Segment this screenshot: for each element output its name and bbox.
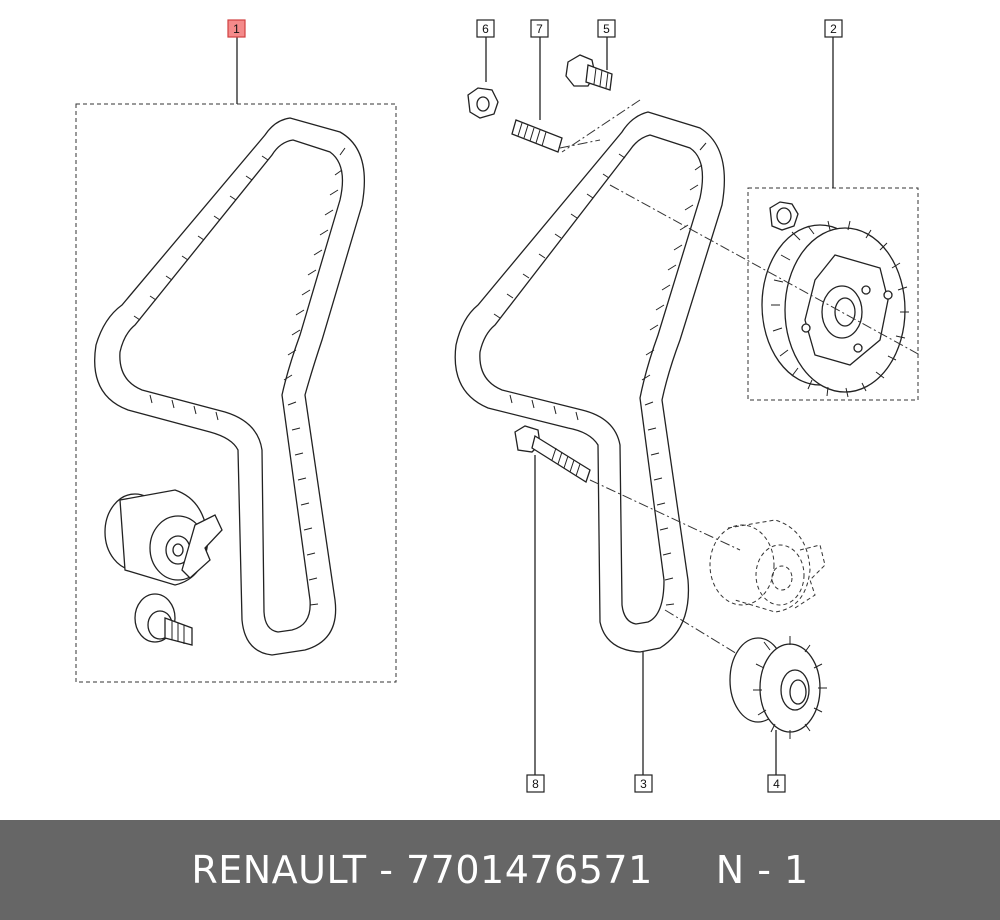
callout-label-4: 4 [773,777,780,791]
idler-pulley [729,636,827,739]
timing-belt [454,111,725,653]
kit-tensioner-pulley [104,489,223,586]
callout-7: 7 [530,19,549,38]
nut [467,87,499,119]
callout-label-1: 1 [233,22,240,36]
callout-8: 8 [526,774,545,793]
kit-tensioner-bolt [134,593,193,646]
flange-bolt [565,54,613,91]
callout-1: 1 [227,19,246,38]
callout-label-6: 6 [482,22,489,36]
callout-label-3: 3 [640,777,647,791]
footer-bar: RENAULT - 7701476571 N - 1 [0,820,1000,920]
tensioner-pulley-ghost [709,519,826,613]
long-bolt [514,425,591,483]
callout-label-7: 7 [536,22,543,36]
stud [511,119,563,153]
callout-label-2: 2 [830,22,837,36]
callout-6: 6 [476,19,495,38]
callout-label-8: 8 [532,777,539,791]
callout-2: 2 [824,19,843,38]
callout-4: 4 [767,774,786,793]
callout-3: 3 [634,774,653,793]
timing-belt-kit-diagram: 1 2 3 4 5 6 7 8 [75,19,921,793]
footer-gap [653,848,716,892]
camshaft-sprocket-nut [769,201,799,231]
camshaft-sprocket [761,220,909,398]
footer-brand: RENAULT [191,848,367,892]
footer-separator: - [366,848,406,892]
callout-label-5: 5 [603,22,610,36]
kit-group-box [75,103,397,683]
kit-timing-belt [94,117,365,656]
callout-5: 5 [597,19,616,38]
footer-part-number: 7701476571 [406,848,653,892]
footer-position: N - 1 [715,848,809,892]
